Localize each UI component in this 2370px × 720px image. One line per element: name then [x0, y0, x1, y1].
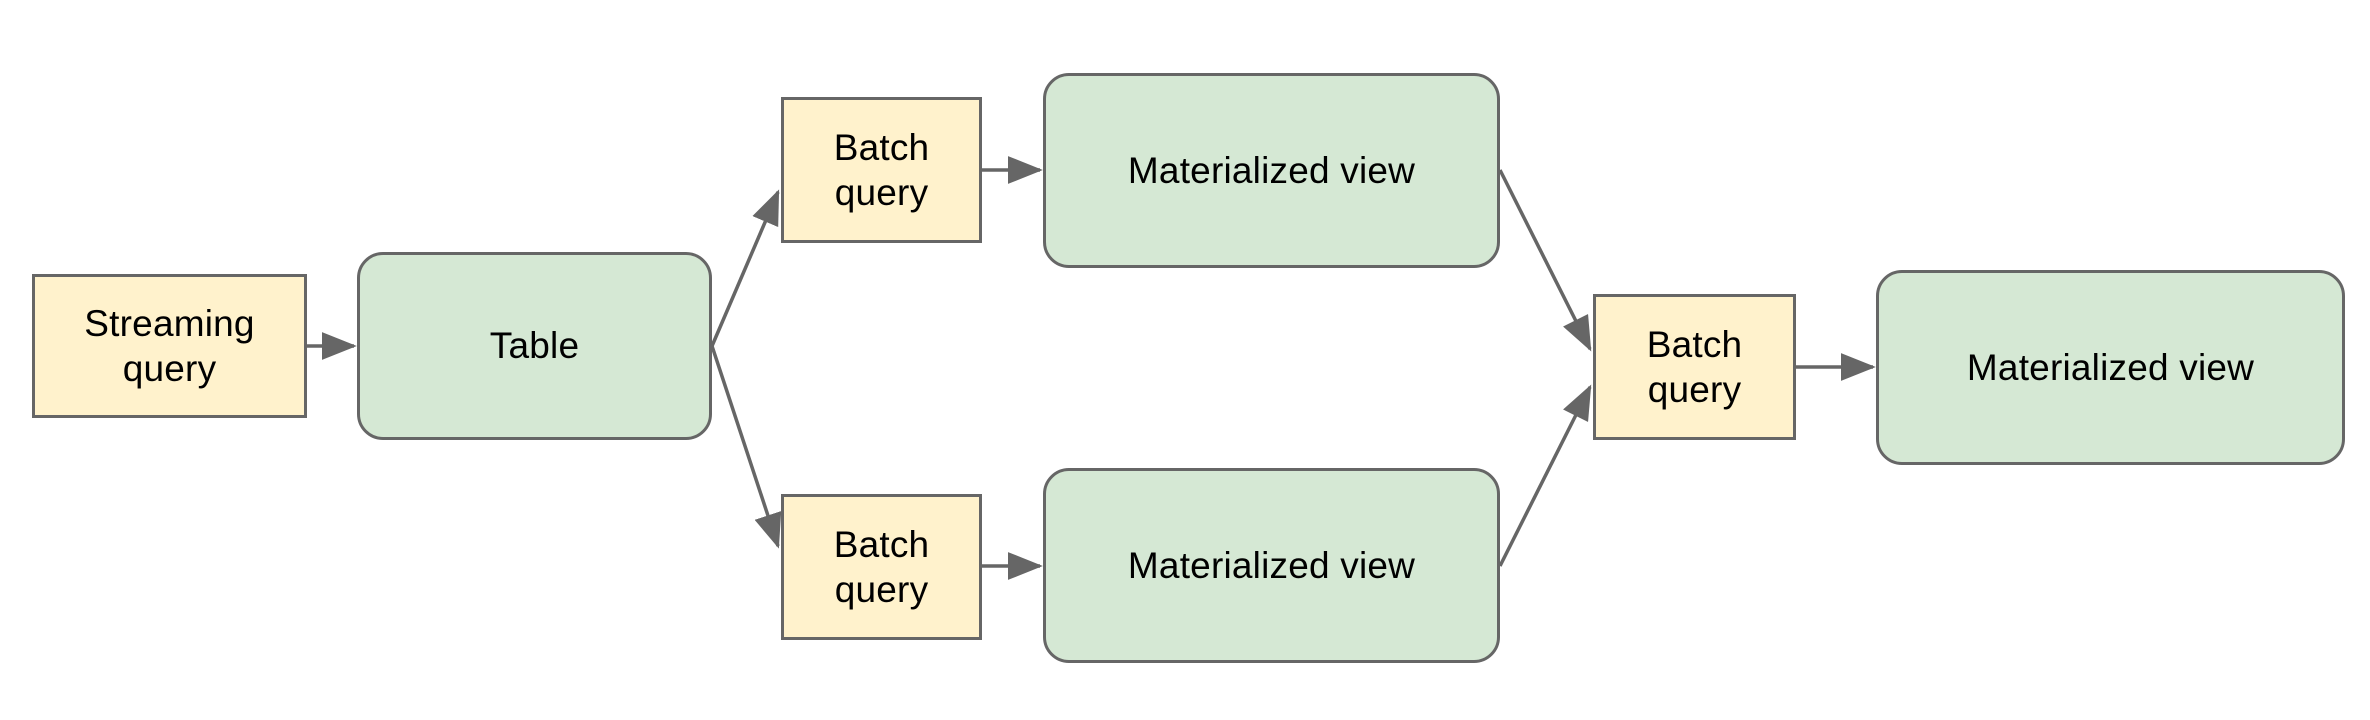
edge-table-to-batch-query-bottom — [710, 345, 782, 549]
node-materialized-view-top-label: Materialized view — [1127, 149, 1416, 191]
node-batch-query-top[interactable]: Batch query — [781, 97, 982, 243]
node-materialized-view-final[interactable]: Materialized view — [1876, 270, 2345, 465]
node-table-label: Table — [489, 325, 580, 367]
node-materialized-view-bottom[interactable]: Materialized view — [1043, 468, 1500, 663]
node-materialized-view-top[interactable]: Materialized view — [1043, 73, 1500, 268]
node-batch-query-top-label: Batch query — [833, 126, 930, 213]
node-batch-query-bottom-label: Batch query — [833, 523, 930, 610]
node-batch-query-join-label: Batch query — [1646, 323, 1743, 410]
node-materialized-view-final-label: Materialized view — [1966, 346, 2255, 388]
node-streaming-query-label: Streaming query — [84, 302, 255, 389]
node-batch-query-bottom[interactable]: Batch query — [781, 494, 982, 640]
node-materialized-view-bottom-label: Materialized view — [1127, 544, 1416, 586]
edge-materialized-view-bottom-to-batch-query-join — [1498, 384, 1592, 567]
edge-table-to-batch-query-top — [710, 189, 780, 347]
edge-materialized-view-top-to-batch-query-join — [1498, 169, 1592, 352]
node-table[interactable]: Table — [357, 252, 712, 440]
node-batch-query-join[interactable]: Batch query — [1593, 294, 1796, 440]
node-streaming-query[interactable]: Streaming query — [32, 274, 307, 418]
